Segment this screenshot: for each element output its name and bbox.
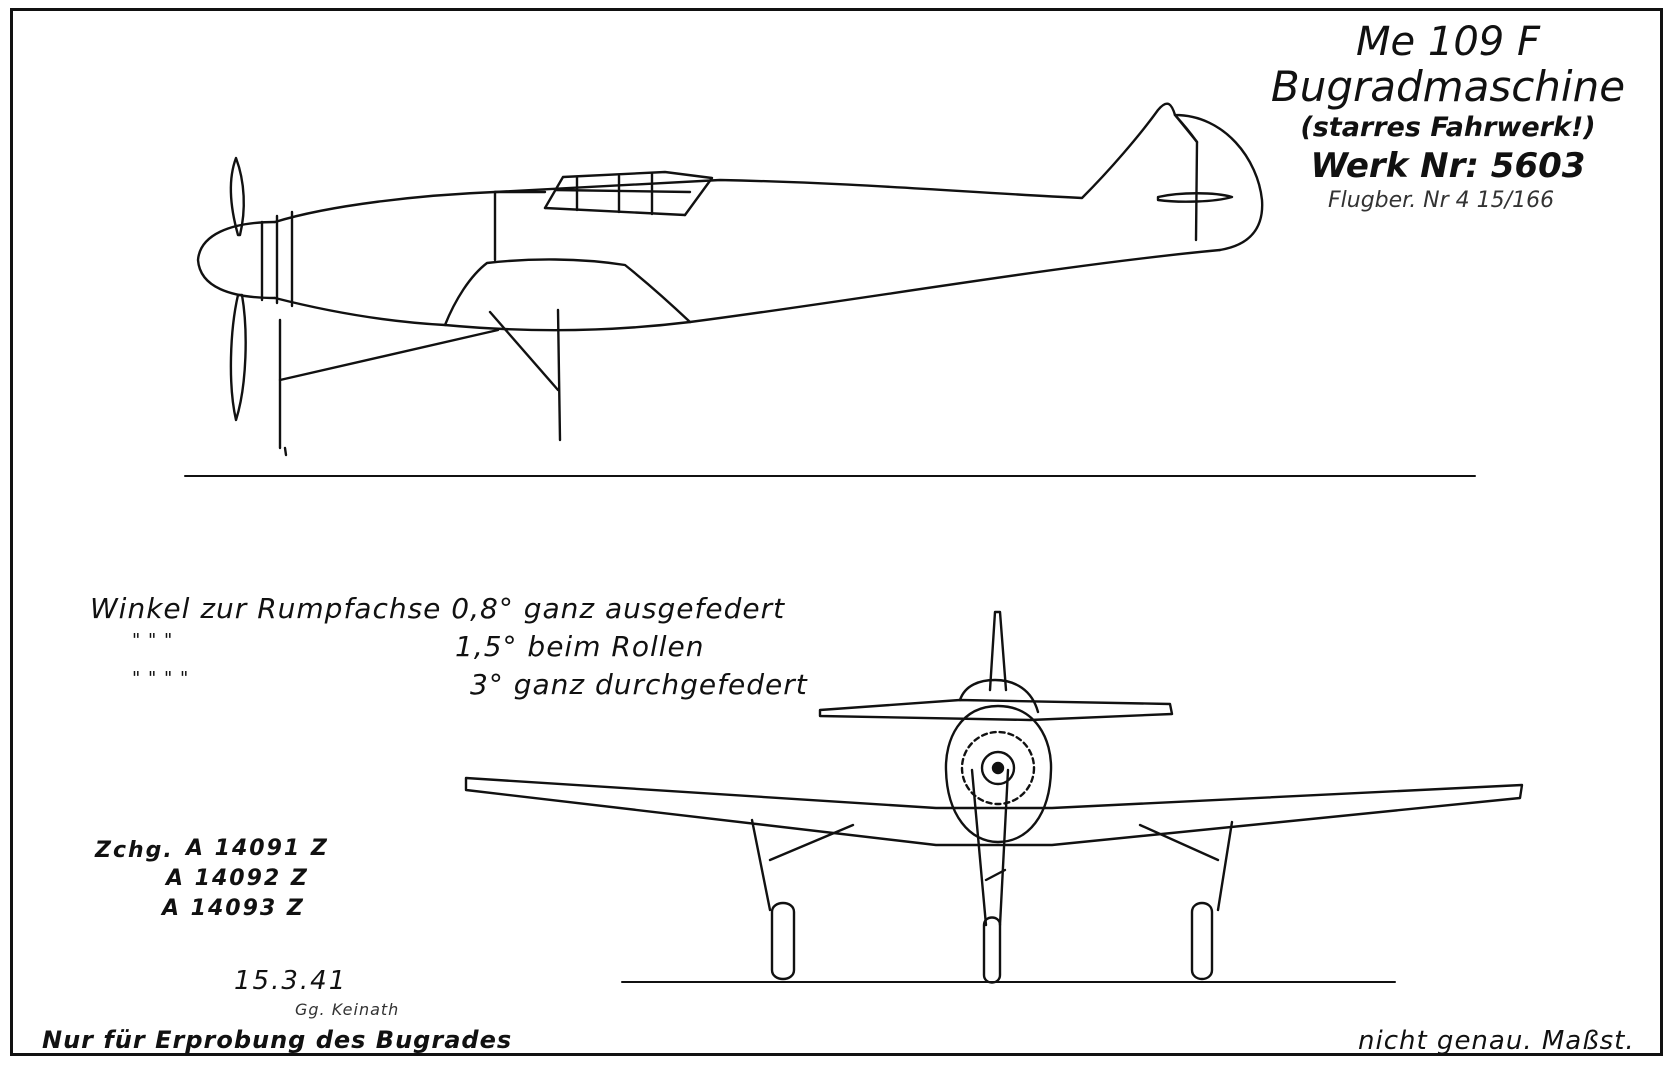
footer-scale-note: nicht genau. Maßst. (1358, 1026, 1635, 1056)
front-spinner (980, 750, 1016, 786)
left-main-wheel (770, 901, 796, 981)
front-cowling (944, 704, 1053, 844)
front-view (464, 610, 1524, 984)
model-title: Me 109 F (1356, 19, 1540, 65)
spinner (196, 220, 277, 300)
subtitle: Bugradmaschine (1270, 62, 1626, 111)
title-block: Me 109 F Bugradmaschine (starres Fahrwer… (1258, 20, 1638, 216)
right-main-wheel (1190, 901, 1214, 981)
rudder-line (1173, 113, 1199, 242)
angle-row-2: 1,5° beim Rollen (455, 630, 705, 663)
fuselage-top (273, 102, 1264, 252)
drawing-number-1: A 14091 Z (186, 836, 329, 861)
angle-row-1: Winkel zur Rumpfachse 0,8° ganz ausgefed… (90, 592, 786, 625)
front-nose-gear-left (970, 768, 988, 927)
front-nose-wheel (982, 916, 1002, 984)
werk-number: Werk Nr: 5603 (1310, 146, 1586, 186)
drawing-date: 15.3.41 (234, 966, 348, 996)
drawing-label: Zchg. (95, 838, 174, 863)
angle-row-2-ditto: " " " (132, 630, 174, 651)
angle-row-3: 3° ganz durchgefedert (470, 668, 808, 701)
wing-root (443, 258, 692, 327)
left-main-gear (750, 818, 772, 912)
right-main-gear (1216, 820, 1234, 912)
gear-note: (starres Fahrwerk!) (1300, 112, 1596, 143)
angle-row-3-ditto: " " " " (132, 668, 190, 689)
front-tailplane (818, 698, 1174, 722)
footer-left-note: Nur für Erprobung des Bugrades (42, 1026, 513, 1054)
front-canopy (958, 678, 1040, 714)
main-gear-strut (556, 308, 562, 442)
side-view (184, 102, 1476, 477)
drawing-number-2: A 14092 Z (166, 866, 309, 891)
flight-report-number: Flugber. Nr 4 15/166 (1328, 188, 1555, 213)
propeller-blade-lower (229, 293, 247, 422)
drawing-number-3: A 14093 Z (162, 896, 305, 921)
fuselage-bottom (273, 248, 1222, 332)
propeller-blade-upper (229, 156, 245, 237)
drawing-frame (10, 8, 1663, 1056)
front-fin (988, 610, 1008, 692)
front-nose-gear-right (998, 768, 1010, 927)
tailplane (1156, 192, 1234, 203)
signature: Gg. Keinath (295, 1000, 400, 1019)
canopy (543, 170, 714, 217)
front-spinner-ring (960, 730, 1036, 806)
front-wing (464, 776, 1524, 847)
